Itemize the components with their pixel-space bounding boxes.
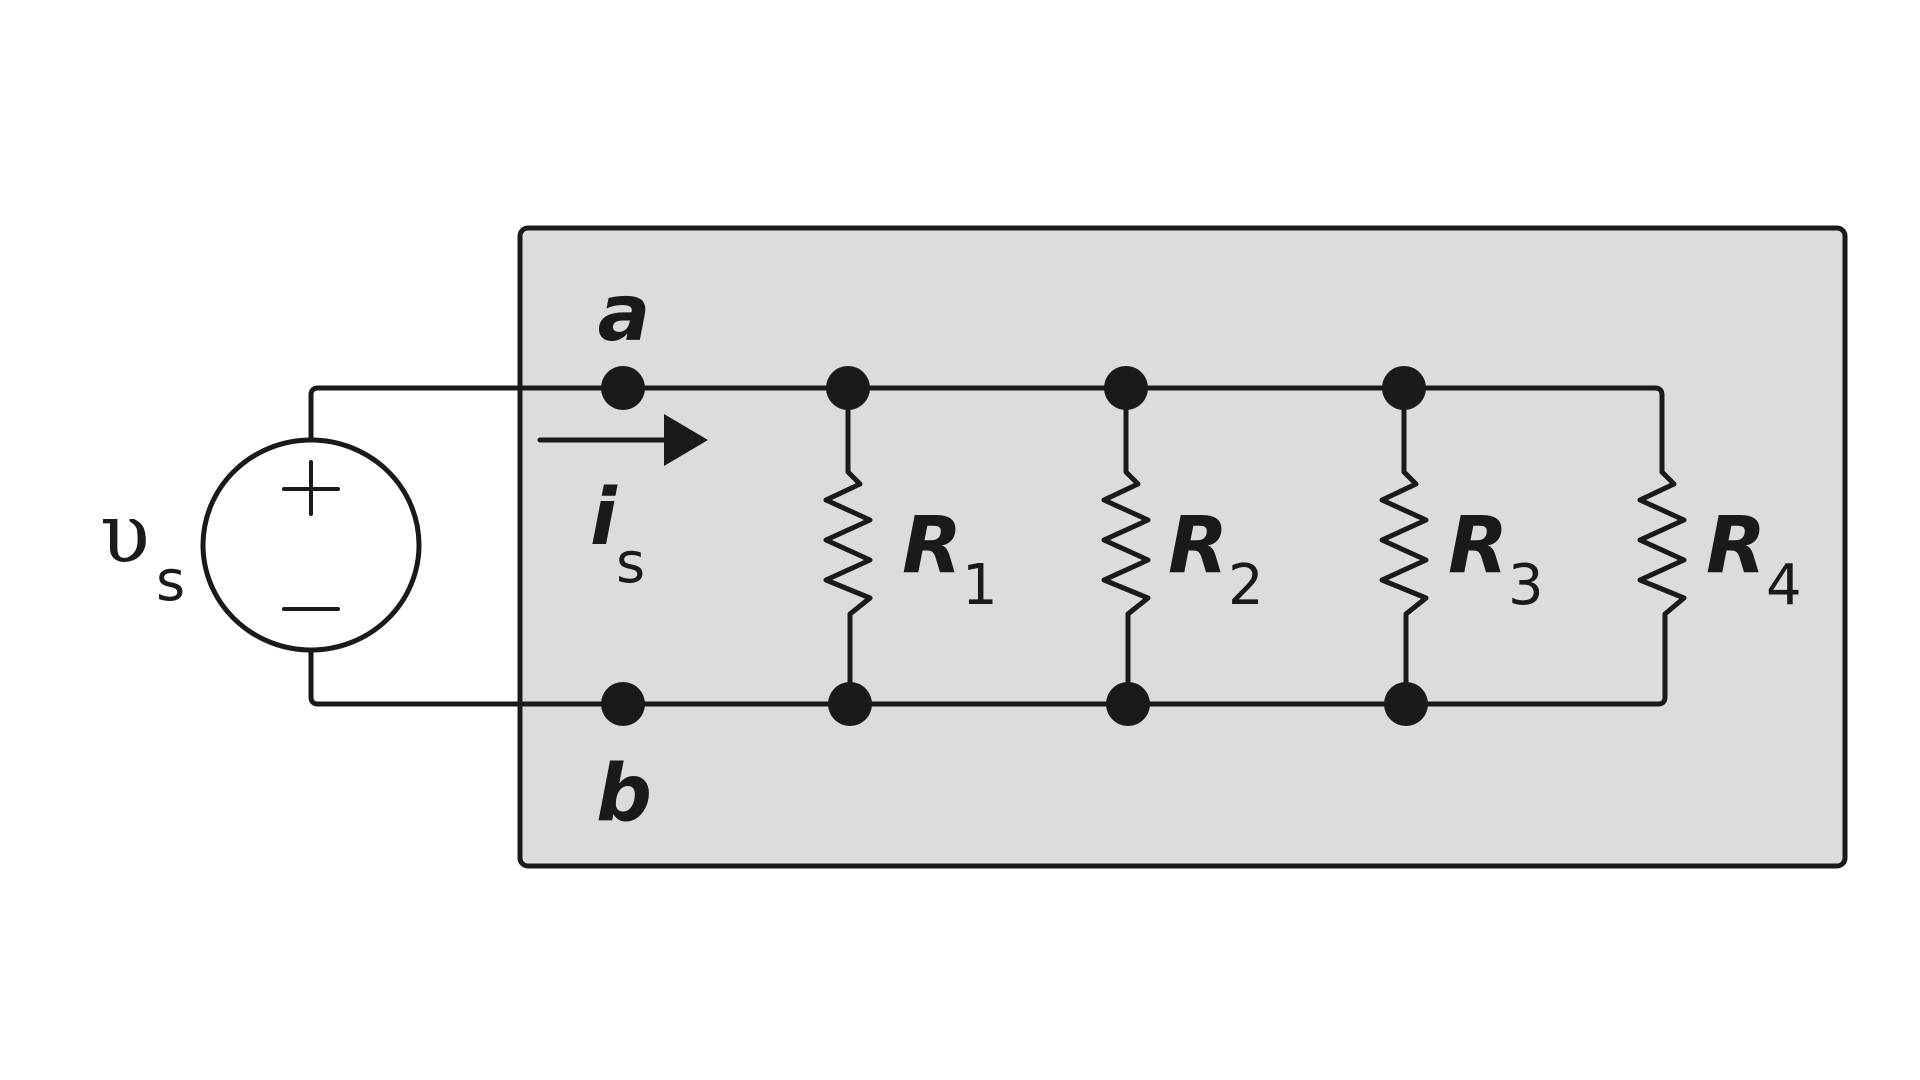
junction-bottom-3 <box>1384 682 1428 726</box>
resistor-r1 <box>823 385 873 707</box>
node-a-dot <box>601 366 645 410</box>
source-symbol: υ <box>100 487 150 582</box>
node-b-dot <box>601 682 645 726</box>
plus-sign-icon <box>282 460 340 516</box>
r2-symbol: R <box>1168 501 1228 591</box>
resistor-r4 <box>1637 469 1687 617</box>
current-subscript: s <box>616 531 645 596</box>
node-a-label: a <box>598 269 651 359</box>
resistor-r3 <box>1379 385 1429 707</box>
r2-subscript: 2 <box>1228 553 1264 618</box>
r3-symbol: R <box>1448 501 1508 591</box>
junction-bottom-2 <box>1106 682 1150 726</box>
current-arrow-icon <box>537 414 708 466</box>
r3-subscript: 3 <box>1508 553 1544 618</box>
junction-bottom-1 <box>828 682 872 726</box>
resistor-r2 <box>1101 385 1151 707</box>
bottom-wire <box>308 611 1668 707</box>
r1-subscript: 1 <box>962 553 998 618</box>
r4-symbol: R <box>1706 501 1766 591</box>
junction-top-1 <box>826 366 870 410</box>
r4-subscript: 4 <box>1766 553 1802 618</box>
source-subscript: s <box>156 549 185 614</box>
junction-top-3 <box>1382 366 1426 410</box>
top-wire <box>308 385 1665 475</box>
junction-top-2 <box>1104 366 1148 410</box>
current-symbol: i <box>590 473 618 563</box>
r1-symbol: R <box>902 501 962 591</box>
voltage-source <box>200 437 422 653</box>
node-b-label: b <box>596 749 652 839</box>
